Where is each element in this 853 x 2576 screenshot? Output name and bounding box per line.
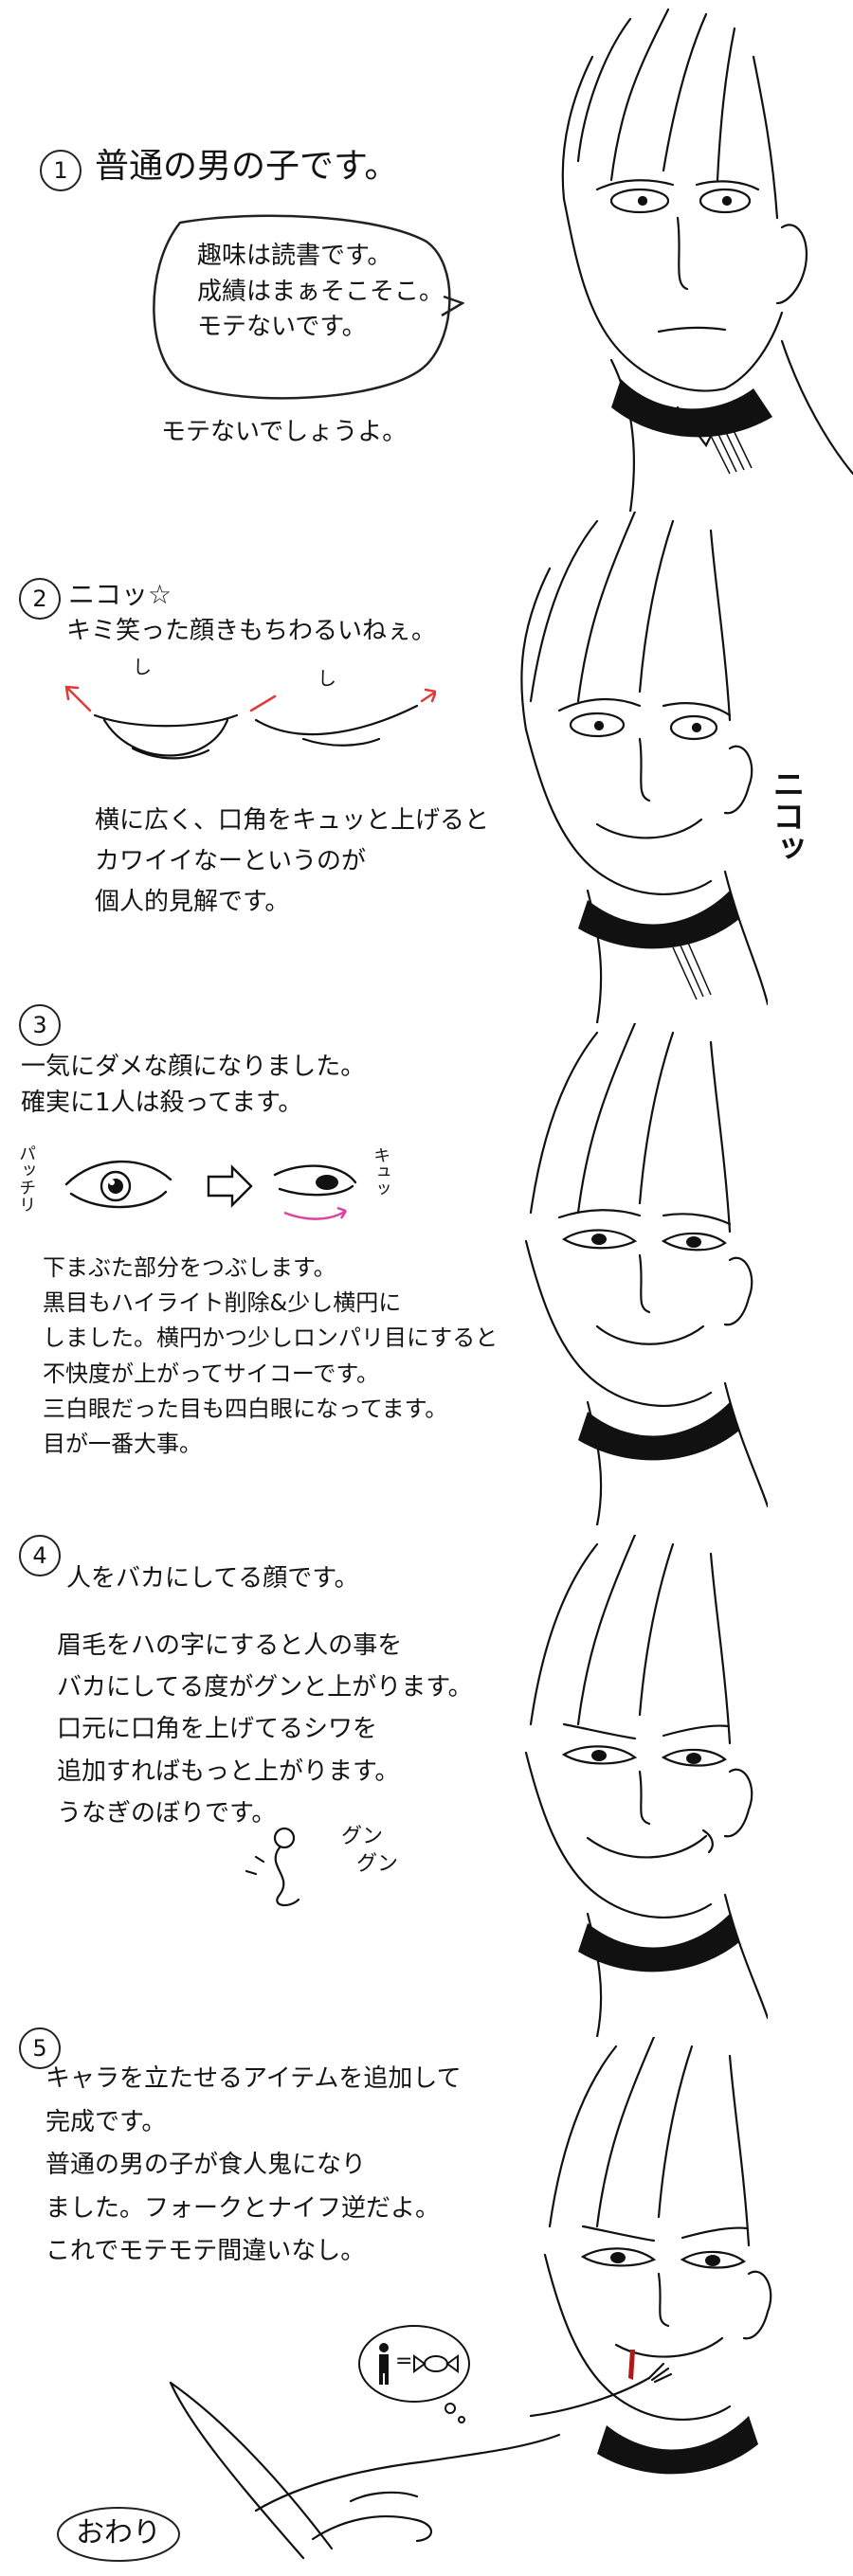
candy-icon <box>413 2354 459 2373</box>
bubble-line: 趣味は読書です。 <box>197 242 392 270</box>
body-line: カワイイなーというのが <box>95 846 367 875</box>
panel-2-subheading: キミ笑った顔きもちわるいねぇ。 <box>66 617 437 645</box>
body-line: 口元に口角を上げてるシワを <box>57 1715 378 1744</box>
sfx-line: グン <box>341 1825 384 1848</box>
step-number: 2 <box>19 578 61 620</box>
eye-diagram <box>64 1160 357 1220</box>
panel-4-body: 眉毛をハの字にすると人の事を バカにしてる度がグンと上がります。 口元に口角を上… <box>57 1625 473 1834</box>
panel-4-heading: 人をバカにしてる顔です。 <box>66 1564 359 1593</box>
bubble-line: 成績はまぁそこそこ。 <box>197 277 445 306</box>
thought-bubble <box>358 2325 470 2423</box>
body-line: 個人的見解です。 <box>95 887 290 916</box>
character-face-illustration <box>524 1535 768 2037</box>
panel-4: 4 人をバカにしてる顔です。 眉毛をハの字にすると人の事を バカにしてる度がグン… <box>0 1535 853 2037</box>
panel-number-4: 4 <box>19 1535 61 1576</box>
heading-line: 一気にダメな顔になりました。 <box>21 1053 366 1081</box>
eye-sfx-left: パッチリ <box>16 1144 37 1213</box>
panel-number-2: 2 <box>19 578 61 620</box>
panel-2-body: 横に広く、口角をキュッと上げると カワイイなーというのが 個人的見解です。 <box>95 801 489 923</box>
step-number: 1 <box>40 150 82 191</box>
body-line: 黒目もハイライト削除&少し横円に <box>43 1289 402 1317</box>
heading-line: 確実に1人は殺ってます。 <box>21 1088 303 1117</box>
body-line: 下まぶた部分をつぶします。 <box>43 1254 336 1281</box>
eye-sfx-right: キュッ <box>371 1146 391 1198</box>
mouth-diagram <box>64 685 436 760</box>
panel-5: 5 キャラを立たせるアイテムを追加して 完成です。 普通の男の子が食人鬼になり … <box>0 2027 853 2576</box>
panel-3-body: 下まぶた部分をつぶします。 黒目もハイライト削除&少し横円に しました。横円かつ… <box>43 1251 498 1462</box>
body-line: うなぎのぼりです。 <box>57 1798 277 1828</box>
body-line: 普通の男の子が食人鬼になり <box>45 2151 367 2179</box>
panel-number-5: 5 <box>19 2027 61 2069</box>
step-number: 4 <box>19 1535 61 1576</box>
body-line: 追加すればもっと上がります。 <box>57 1756 400 1786</box>
panel-3: 3 一気にダメな顔になりました。 確実に1人は殺ってます。 パッチリ キュッ 下… <box>0 1004 853 1535</box>
character-face-illustration <box>520 512 768 1023</box>
ending-text: おわり <box>76 2516 161 2549</box>
bubble-text: 趣味は読書です。 成績はまぁそこそこ。 モテないです。 <box>197 239 444 346</box>
eel-doodle <box>245 1827 300 1907</box>
character-face-illustration <box>524 1023 768 1525</box>
body-line: これでモテモテ間違いなし。 <box>45 2237 366 2265</box>
panel-5-body: キャラを立たせるアイテムを追加して 完成です。 普通の男の子が食人鬼になり まし… <box>45 2058 462 2274</box>
body-line: 三白眼だった目も四白眼になってます。 <box>43 1395 448 1422</box>
character-face-illustration <box>561 8 853 512</box>
body-line: ました。フォークとナイフ逆だよ。 <box>45 2193 441 2223</box>
body-line: 眉毛をハの字にすると人の事を <box>57 1631 403 1660</box>
character-face-illustration <box>529 2037 772 2475</box>
mouth-mark-left: し <box>133 656 152 678</box>
mouth-mark-right: し <box>318 667 336 690</box>
thought-equals: = <box>395 2350 413 2373</box>
sfx-line: グン <box>356 1851 399 1876</box>
panel-number-3: 3 <box>19 1004 61 1046</box>
step-number: 5 <box>19 2027 61 2069</box>
body-line: キャラを立たせるアイテムを追加して <box>45 2064 462 2093</box>
body-line: 不快度が上がってサイコーです。 <box>43 1360 379 1387</box>
body-line: バカにしてる度がグンと上がります。 <box>57 1673 473 1702</box>
knife-and-fork-illustration <box>169 2381 561 2560</box>
sfx-nikotto: ニコッ <box>767 767 805 864</box>
panel-1-note: モテないでしょうよ。 <box>161 418 408 446</box>
panel-2-heading: ニコッ☆ <box>68 579 172 610</box>
ending-circle <box>57 2507 180 2562</box>
bubble-line: モテないです。 <box>197 313 367 342</box>
panel-number-1: 1 <box>40 150 82 191</box>
panel-3-heading: 一気にダメな顔になりました。 確実に1人は殺ってます。 <box>21 1050 365 1121</box>
person-icon <box>379 2343 389 2385</box>
speech-bubble <box>153 214 464 400</box>
step-number: 3 <box>19 1004 61 1046</box>
body-line: しました。横円かつ少しロンパリ目にすると <box>43 1324 499 1352</box>
panel-1: 1 普通の男の子です。 趣味は読書です。 成績はまぁそこそこ。 モテないです。 … <box>0 0 853 512</box>
body-line: 完成です。 <box>45 2107 167 2136</box>
panel-1-heading: 普通の男の子です。 <box>95 147 399 186</box>
body-line: 目が一番大事。 <box>43 1430 202 1457</box>
panel-2: 2 ニコッ☆ キミ笑った顔きもちわるいねぇ。 し し 横に広く、口角をキュッと上… <box>0 512 853 1023</box>
panel-4-sfx: グン グン <box>341 1824 398 1878</box>
body-line: 横に広く、口角をキュッと上げると <box>95 806 490 835</box>
